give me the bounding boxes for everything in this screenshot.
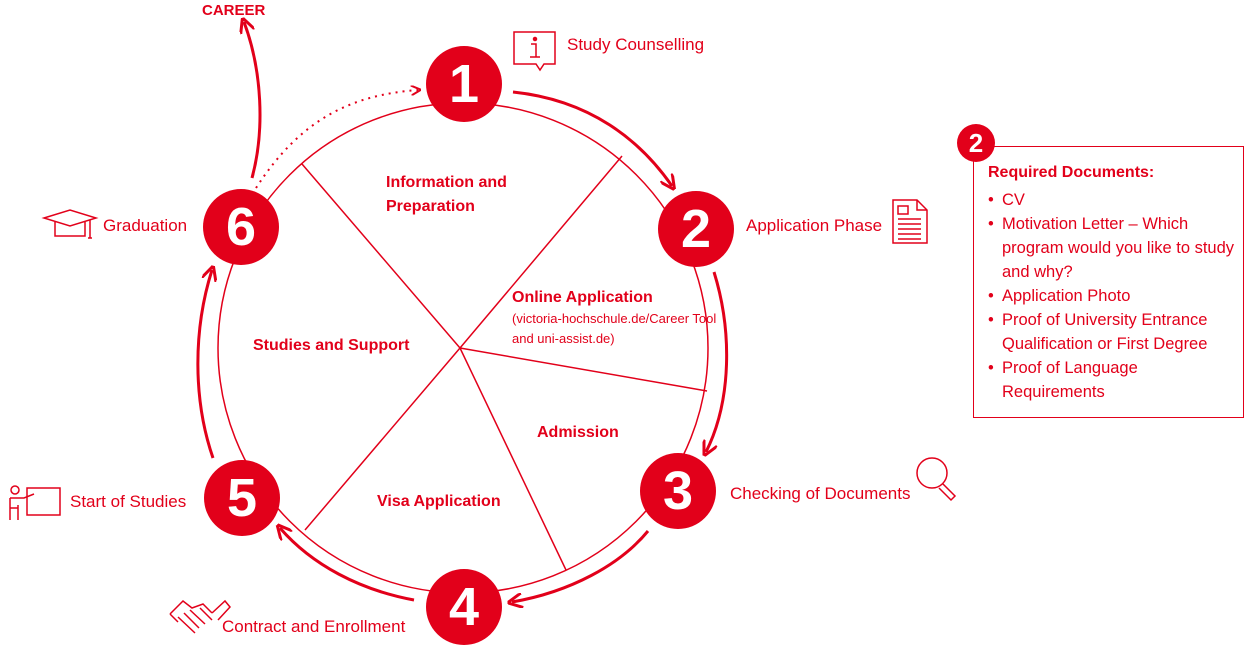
arrow-3-to-4 [512,530,650,602]
magnifier-icon [916,457,957,502]
dotted-arrow-6-to-1 [255,90,418,189]
step-4-badge: 4 [426,569,502,645]
segment-visa: Visa Application [377,493,501,510]
step-1-label: Study Counselling [567,35,705,54]
step-6-label: Graduation [103,216,188,235]
documents-list: CV Motivation Letter – Which program wou… [988,188,1238,404]
step-4-label: Contract and Enrollment [222,617,406,636]
step-2-label: Application Phase [746,216,883,235]
documents-badge: 2 [957,124,995,162]
career-label: CAREER [202,2,266,19]
documents-box [973,146,1244,418]
arrow-2-to-3 [706,271,729,452]
step-5-label: Start of Studies [70,492,187,511]
teacher-board-icon [9,485,61,520]
list-item: Proof of University Entrance Qualificati… [988,308,1238,356]
handshake-icon [169,599,231,634]
list-item: CV [988,188,1238,212]
list-item: Application Photo [988,284,1238,308]
list-item: Motivation Letter – Which program would … [988,212,1238,284]
document-icon [892,199,928,244]
graduation-cap-icon [41,209,99,239]
step-5-badge: 5 [204,460,280,536]
segment-online-sub: (victoria-hochschule.de/Career Tool and … [512,311,717,346]
arrow-1-to-2 [512,90,672,186]
step-2-badge: 2 [658,191,734,267]
step-3-badge: 3 [640,453,716,529]
arrow-4-to-5 [280,528,415,602]
arrow-to-career [244,22,262,179]
segment-information: Information and Preparation [386,174,507,215]
step-1-badge: 1 [426,46,502,122]
list-item: Proof of Language Requirements [988,356,1238,404]
step-3-label: Checking of Documents [730,484,911,503]
segment-studies: Studies and Support [253,337,410,354]
info-sign-icon [513,31,556,72]
segment-online-title: Online Application [512,289,653,306]
arrow-5-to-6 [196,270,213,459]
documents-title: Required Documents: [988,164,1155,181]
step-6-badge: 6 [203,189,279,265]
segment-admission: Admission [537,424,619,441]
segment-dividers [301,155,708,571]
